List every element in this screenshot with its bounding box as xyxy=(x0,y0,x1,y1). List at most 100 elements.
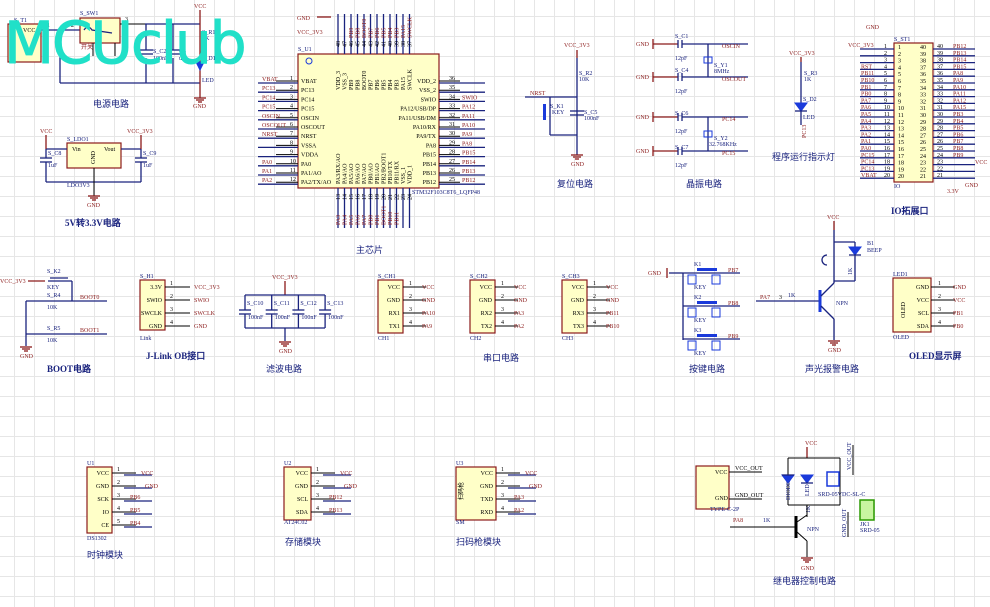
oled-net-label: PB0 xyxy=(953,324,963,330)
io-pin-inner: 32 xyxy=(920,99,926,105)
io-pin-inner: 17 xyxy=(898,154,904,160)
gnd-out-label: GND_OUT xyxy=(735,493,764,499)
io-pin-number: 10 xyxy=(884,105,890,111)
chip-net-label: OSCIN xyxy=(262,114,281,120)
uart-pin-number: 2 xyxy=(501,294,504,300)
uart-net-label: VCC xyxy=(422,285,434,291)
jlink-header[interactable] xyxy=(139,279,166,331)
relay-terminal-jk1[interactable] xyxy=(859,499,875,521)
chip-pin-name: VSSA xyxy=(301,143,317,149)
filter-cap-ref: S_C13 xyxy=(327,301,343,307)
chip-pin-name: PA6/AO xyxy=(356,163,362,184)
chip-pin-number: 6 xyxy=(290,122,293,128)
jlink-net-label: GND xyxy=(194,324,208,330)
uart-pin-name: RX2 xyxy=(481,311,492,317)
svg-text:1: 1 xyxy=(47,23,50,29)
boot-gnd: GND xyxy=(20,354,34,360)
jk-value: SRD-05 xyxy=(860,528,880,534)
c8-value: 1uF xyxy=(48,163,58,169)
uart-connector[interactable] xyxy=(561,279,588,334)
uart-pin-name: GND xyxy=(387,298,401,304)
filter-cap-ref: S_C11 xyxy=(274,301,290,307)
chip-pin-name: PB4 xyxy=(388,80,394,90)
io-pin-number: 33 xyxy=(937,92,943,98)
io-net-label: PB8 xyxy=(953,146,963,152)
oled-module[interactable] xyxy=(892,277,932,333)
svg-text:S_C2: S_C2 xyxy=(153,49,166,55)
b1-value: BEEP xyxy=(867,248,882,254)
chip-net-label: PA10 xyxy=(462,123,475,129)
chip-pin-number: 17 xyxy=(362,194,368,200)
oled-pin-number: 1 xyxy=(938,281,941,287)
chip-pin-number: 4 xyxy=(290,104,293,110)
chip-net-label: PA11 xyxy=(462,114,475,120)
uart-pin-number: 4 xyxy=(593,320,596,326)
chip-net-label: PA5 xyxy=(349,215,355,225)
stm32-chip[interactable] xyxy=(297,53,440,189)
chip-pin-number: 5 xyxy=(290,113,293,119)
io-pin-number: 3 xyxy=(884,58,887,64)
uart-pin-number: 1 xyxy=(409,281,412,287)
main-chip-title: 主芯片 xyxy=(356,244,383,255)
typec-2p[interactable] xyxy=(695,465,730,510)
io-pin-number: 11 xyxy=(884,112,890,118)
io-pin-number: 26 xyxy=(937,139,943,145)
chip-pin-name: VSS_2 xyxy=(419,88,436,94)
module-pin-name: IO xyxy=(103,510,110,516)
chip-pin-name: PB8 xyxy=(356,80,362,90)
chip-ref: S_U1 xyxy=(298,47,312,53)
power-switch[interactable] xyxy=(79,17,121,44)
relay-gnd: GND xyxy=(801,566,815,572)
chip-pin-number: 40 xyxy=(388,41,394,47)
r4-value: 10K xyxy=(47,305,58,311)
chip-pin-number: 9 xyxy=(290,150,293,156)
scanner-unit[interactable] xyxy=(455,466,497,521)
uart-pin-name: GND xyxy=(571,298,585,304)
ldo-chip[interactable] xyxy=(66,142,122,169)
io-net-label: PB3 xyxy=(953,112,963,118)
ds1302-chip[interactable] xyxy=(86,466,113,534)
io-header[interactable] xyxy=(893,42,934,183)
chip-pin-number: 23 xyxy=(401,194,407,200)
io-pin-inner: 28 xyxy=(920,127,926,133)
reset-vcc3: VCC_3V3 xyxy=(564,43,590,49)
filter-cap-ref: S_C12 xyxy=(300,301,316,307)
io-pin-number: 31 xyxy=(937,105,943,111)
typec-t1[interactable] xyxy=(7,23,42,63)
chip-net-label: SWIO xyxy=(462,95,478,101)
chip-net-label: PC13 xyxy=(262,86,275,92)
relay-led-res: 1K xyxy=(806,505,812,513)
chip-pin-name: PB5 xyxy=(382,80,388,90)
alarm-circuit-title: 声光报警电路 xyxy=(805,363,859,374)
io-pin-number: 34 xyxy=(937,85,943,91)
chip-pin-name: PA5/AO xyxy=(349,163,355,184)
chip-pin-number: 8 xyxy=(290,140,293,146)
c1-ref: S_C1 xyxy=(675,34,688,40)
uart-connector[interactable] xyxy=(377,279,404,334)
clock-ref: U1 xyxy=(87,461,94,467)
module-pin-number: 1 xyxy=(117,467,120,473)
chip-net-label: PB14 xyxy=(462,160,475,166)
d1-value: LED xyxy=(202,78,214,84)
uart-connector[interactable] xyxy=(469,279,496,334)
chip-pin-number: 48 xyxy=(336,41,342,47)
uart-net-label: GND xyxy=(422,298,436,304)
chip-pin-number: 27 xyxy=(449,159,455,165)
crystal-gnd-label: GND xyxy=(636,115,650,121)
uart-pin-number: 1 xyxy=(593,281,596,287)
io-pin-number: 19 xyxy=(884,166,890,172)
chip-pin-name: PB2/BOOT1 xyxy=(382,153,388,184)
io-pin-inner: 14 xyxy=(898,133,904,139)
io-pin-number: 39 xyxy=(937,51,943,57)
chip-pin-number: 10 xyxy=(290,159,296,165)
module-pin-name: GND xyxy=(480,484,494,490)
t1-pin-vcc: VCC xyxy=(23,28,35,34)
boot0-net: BOOT0 xyxy=(80,295,99,301)
chip-pin-name: PB3 xyxy=(395,80,401,90)
r5-value: 10K xyxy=(47,338,58,344)
at24c02-chip[interactable] xyxy=(283,466,312,521)
chip-pin-name: VDD_1 xyxy=(408,165,414,184)
